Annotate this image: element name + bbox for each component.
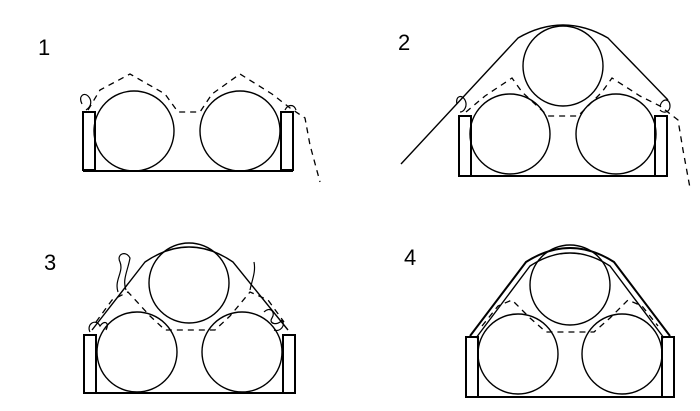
bottom-pipe-left bbox=[469, 93, 551, 175]
left-post bbox=[82, 111, 96, 171]
left-post bbox=[83, 334, 97, 394]
bottom-pipe-right bbox=[199, 90, 281, 172]
step-1: 1 bbox=[38, 35, 321, 183]
step-number-2: 2 bbox=[398, 30, 410, 55]
strap-tight-inner bbox=[475, 252, 665, 339]
bottom-pipe-right bbox=[201, 311, 283, 393]
right-tie-knot bbox=[659, 99, 671, 113]
bottom-pipe-left bbox=[96, 311, 178, 393]
strap-dashed-path bbox=[465, 77, 691, 189]
step-number-3: 3 bbox=[44, 250, 56, 275]
right-post bbox=[282, 334, 296, 394]
step-number-1: 1 bbox=[38, 35, 50, 60]
top-pipe bbox=[522, 25, 604, 107]
strap-dashed-path bbox=[95, 291, 285, 331]
right-tie-loose-end bbox=[249, 261, 256, 291]
left-tie-knot bbox=[80, 93, 92, 111]
left-post bbox=[465, 336, 479, 398]
bottom-pipe-right bbox=[575, 93, 657, 175]
right-post bbox=[654, 115, 668, 177]
step-3: 3 bbox=[44, 242, 296, 394]
strap-solid-path bbox=[400, 24, 669, 165]
top-pipe bbox=[148, 242, 230, 324]
left-tie-loose-end bbox=[116, 253, 131, 293]
step-4: 4 bbox=[404, 244, 675, 398]
bottom-pipe-left bbox=[477, 313, 559, 395]
right-post bbox=[280, 111, 294, 171]
step-2: 2 bbox=[398, 24, 691, 189]
bottom-pipe-left bbox=[93, 90, 175, 172]
right-tie-knot bbox=[284, 104, 297, 111]
right-post bbox=[661, 336, 675, 398]
strap-solid-path bbox=[91, 246, 289, 331]
bottom-pipe-right bbox=[581, 313, 663, 395]
right-tie-knot bbox=[263, 308, 284, 331]
left-tie-knot bbox=[456, 95, 467, 113]
left-post bbox=[458, 115, 472, 177]
left-tie-knot bbox=[88, 321, 108, 333]
strap-tight-outer bbox=[469, 247, 671, 337]
strap-dashed-path bbox=[87, 73, 321, 183]
top-pipe bbox=[529, 244, 611, 326]
step-number-4: 4 bbox=[404, 245, 416, 270]
strap-dashed-path bbox=[481, 299, 659, 333]
